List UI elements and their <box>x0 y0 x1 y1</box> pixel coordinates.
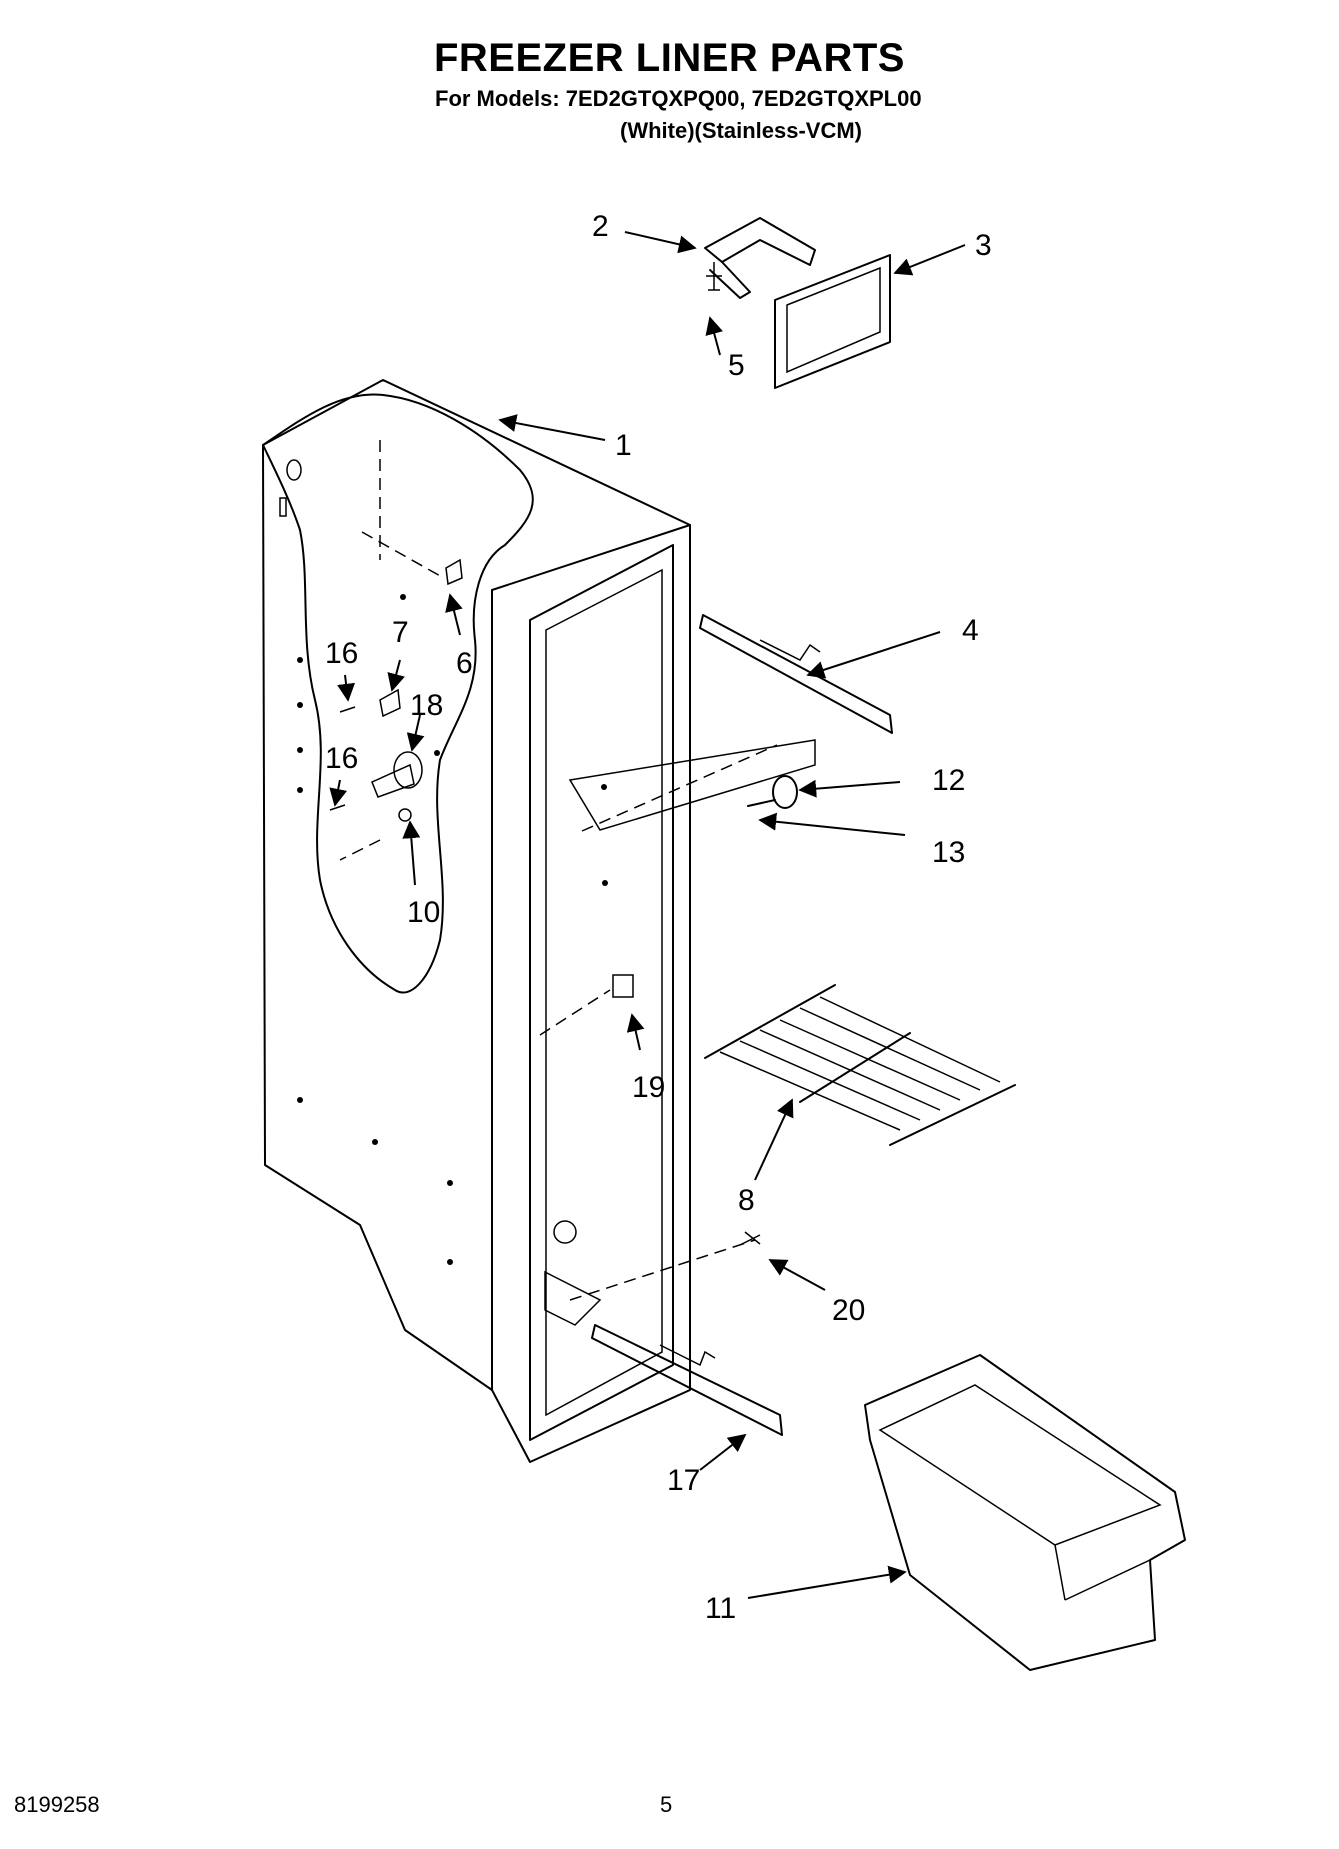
part-12-13-socket <box>747 775 798 809</box>
callout-3: 3 <box>975 229 992 262</box>
callouts: 1 2 3 4 5 6 7 8 10 11 12 13 16 16 17 18 … <box>325 210 992 1625</box>
part-4-slide <box>699 614 893 734</box>
part-5-screw <box>706 262 722 291</box>
models-line: For Models: 7ED2GTQXPQ00, 7ED2GTQXPL00 <box>435 86 922 111</box>
callout-4: 4 <box>962 614 979 647</box>
leader-arrows <box>329 231 966 1599</box>
diagram-title: FREEZER LINER PARTS <box>433 36 905 80</box>
small-parts <box>329 558 761 1246</box>
callout-13: 13 <box>932 836 965 869</box>
callout-17: 17 <box>667 1464 700 1497</box>
callout-5: 5 <box>728 349 745 382</box>
callout-12: 12 <box>932 764 965 797</box>
callout-16b: 16 <box>325 742 358 775</box>
part-11-ice-bin <box>864 1354 1186 1671</box>
variant-line: (White)(Stainless-VCM) <box>620 118 862 143</box>
callout-18: 18 <box>410 689 443 722</box>
callout-7: 7 <box>392 616 409 649</box>
callout-20: 20 <box>832 1294 865 1327</box>
callout-2: 2 <box>592 210 609 243</box>
callout-1: 1 <box>615 429 632 462</box>
callout-8: 8 <box>738 1184 755 1217</box>
freezer-liner <box>262 379 816 1463</box>
callout-10: 10 <box>407 896 440 929</box>
page-number: 5 <box>660 1792 673 1817</box>
callout-6: 6 <box>456 647 473 680</box>
document-number: 8199258 <box>14 1792 100 1817</box>
part-17-slide <box>591 1324 783 1436</box>
part-8-wire-shelf <box>704 984 1016 1146</box>
callout-16a: 16 <box>325 637 358 670</box>
callout-11: 11 <box>705 1592 736 1625</box>
part-3-trim <box>774 254 891 389</box>
callout-19: 19 <box>632 1071 665 1104</box>
part-2-bracket <box>704 217 816 299</box>
